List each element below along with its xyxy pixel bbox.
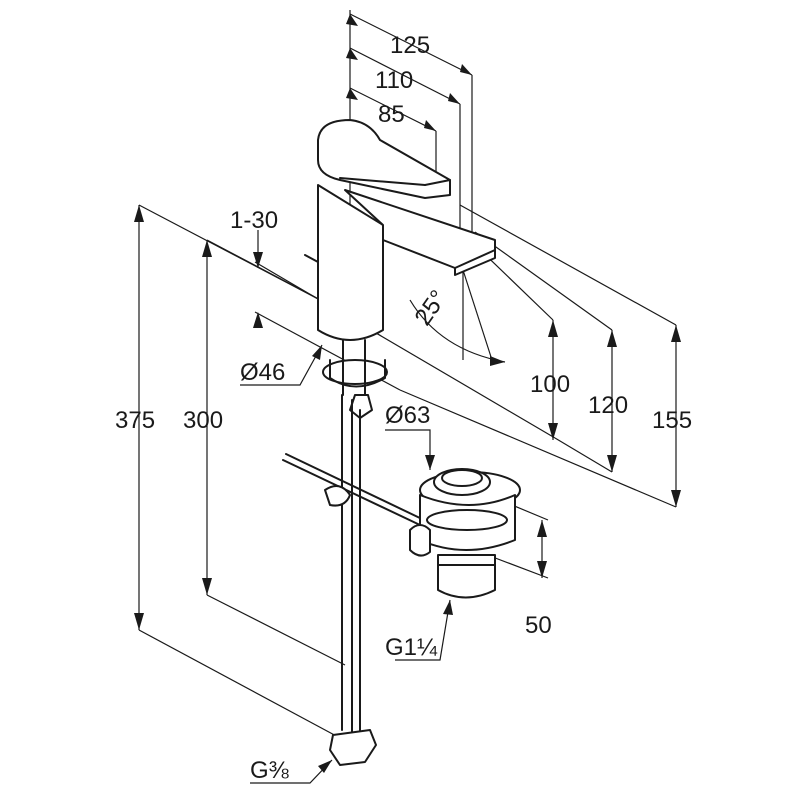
supply-hoses [329,394,377,766]
pull-rod [282,453,423,526]
waste-valve [409,468,521,599]
label-spout-height-100: 100 [530,371,570,398]
label-tilt-angle: 25° [410,285,453,330]
label-height-300: 300 [183,407,223,434]
mounting-assembly [322,339,388,419]
label-width-125: 125 [390,32,430,59]
label-waste-thread: G1¼ [385,634,438,661]
faucet-body [304,119,496,341]
label-total-height-155: 155 [652,407,692,434]
label-height-375: 375 [115,407,155,434]
dimension-labels: 125 110 85 1-30 25° 100 120 155 375 300 … [115,32,692,784]
arrowheads [134,14,681,773]
label-counter-thickness: 1-30 [230,207,278,234]
label-width-110: 110 [375,67,413,94]
label-body-diameter: Ø46 [240,359,285,386]
label-waste-height: 50 [525,612,552,639]
dimension-lines [138,10,677,784]
label-hose-thread: G⅜ [250,757,290,784]
label-width-85: 85 [378,101,405,128]
label-waste-diameter: Ø63 [385,402,430,429]
label-spout-height-120: 120 [588,392,628,419]
